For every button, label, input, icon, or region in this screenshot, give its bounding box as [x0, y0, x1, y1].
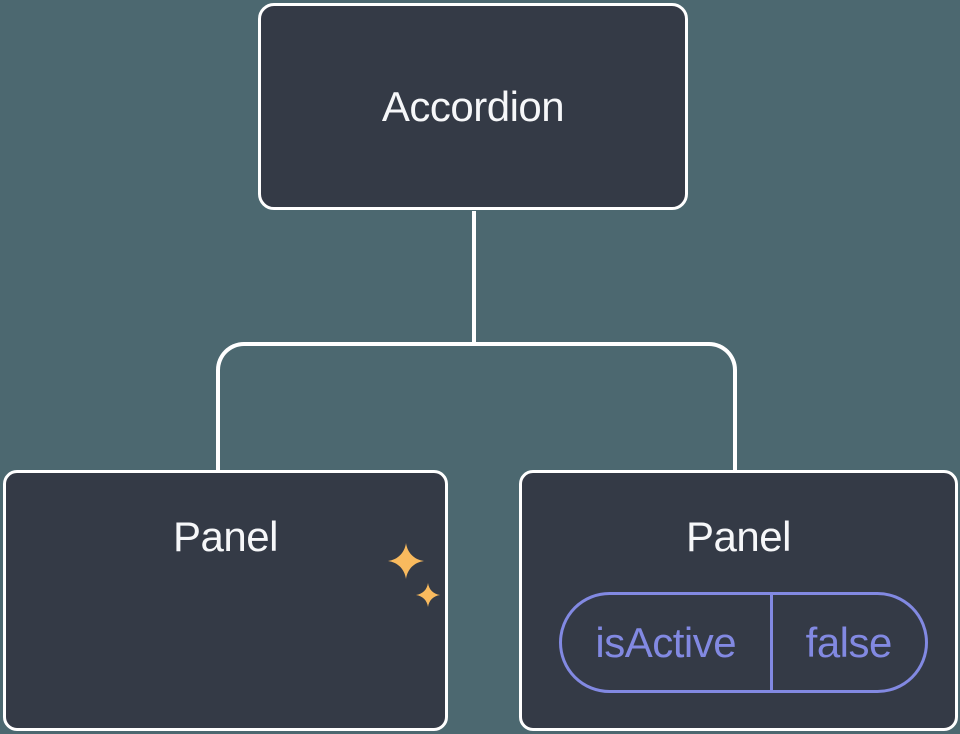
connector-stem — [472, 211, 476, 344]
accordion-component-box: Accordion — [258, 3, 688, 210]
connector-bracket — [216, 342, 737, 470]
panel-title: Panel — [686, 513, 791, 560]
state-prop-value: false — [805, 618, 893, 666]
sparkle-icon — [388, 543, 440, 607]
state-prop-name: isActive — [562, 595, 773, 690]
panel-title: Panel — [173, 513, 278, 560]
state-pill-inactive: isActive false — [559, 592, 928, 693]
panel-component-box-inactive: Panel isActive false — [519, 470, 958, 731]
panel-component-box-active: Panel isActive true — [3, 470, 448, 731]
accordion-label: Accordion — [381, 82, 565, 130]
